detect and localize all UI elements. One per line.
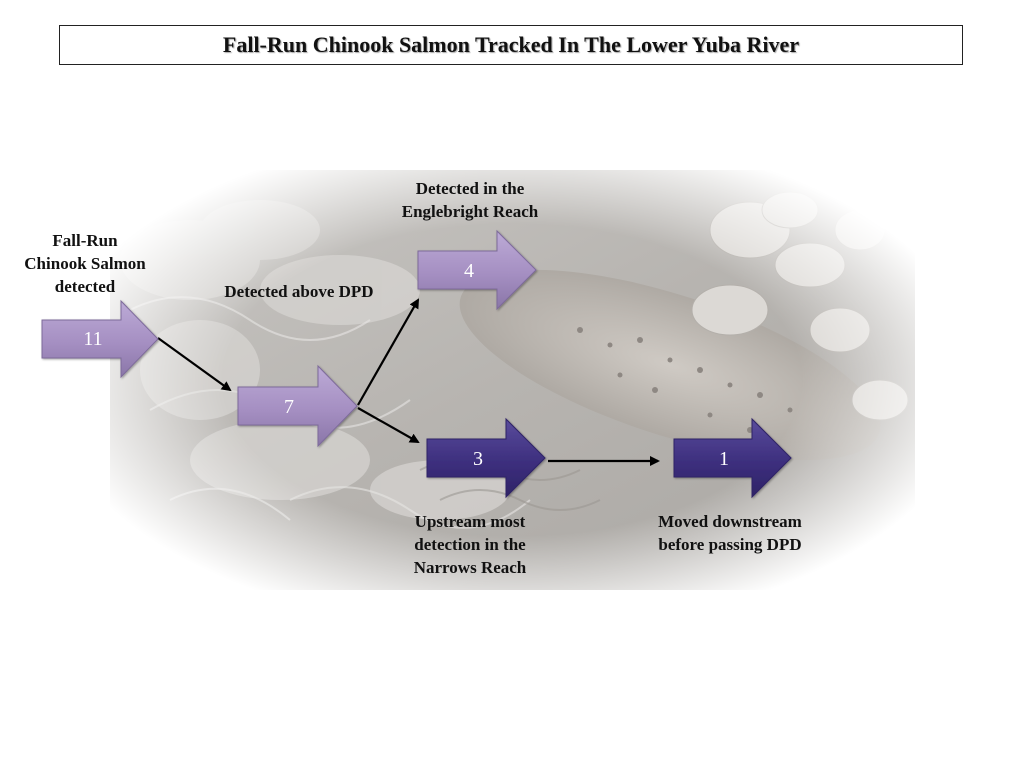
label-above-dpd-text: Detected above DPD	[224, 282, 374, 301]
connector-above-dpd-to-narrows	[357, 407, 420, 443]
label-narrows-line-2: detection in the	[414, 535, 526, 554]
arrow-narrows-value: 3	[473, 448, 483, 470]
arrow-start: 11	[41, 299, 159, 379]
label-englebright-line-2: Englebright Reach	[401, 202, 539, 221]
label-englebright-line-1: Detected in the	[415, 179, 525, 198]
river-background-photo	[110, 170, 915, 590]
label-above-dpd: Detected above DPD	[195, 280, 403, 303]
label-downstream: Moved downstream before passing DPD	[620, 510, 840, 556]
label-downstream-line-2: before passing DPD	[658, 535, 802, 554]
arrow-above-dpd-value: 7	[284, 396, 294, 418]
label-narrows-line-3: Narrows Reach	[413, 558, 527, 577]
connector-start-to-above-dpd	[157, 337, 232, 392]
page-title: Fall-Run Chinook Salmon Tracked In The L…	[222, 32, 800, 57]
title-box: Fall-Run Chinook Salmon Tracked In The L…	[59, 25, 963, 65]
label-start-line-1: Fall-Run	[52, 231, 118, 250]
label-narrows-line-1: Upstream most	[414, 512, 526, 531]
label-englebright: Detected in the Englebright Reach	[370, 177, 570, 223]
connector-above-dpd-to-englebright	[357, 298, 419, 406]
label-downstream-line-1: Moved downstream	[658, 512, 802, 531]
arrow-downstream: 1	[673, 417, 792, 499]
arrow-downstream-value: 1	[719, 448, 729, 470]
arrow-above-dpd: 7	[237, 364, 358, 448]
arrow-narrows: 3	[426, 417, 546, 499]
arrow-englebright: 4	[417, 229, 537, 311]
river-photo-illustration	[110, 170, 915, 590]
arrow-start-value: 11	[83, 328, 102, 350]
label-narrows: Upstream most detection in the Narrows R…	[380, 510, 560, 579]
label-start-line-2: Chinook Salmon	[24, 254, 146, 273]
label-start: Fall-Run Chinook Salmon detected	[2, 229, 168, 298]
arrow-englebright-value: 4	[464, 260, 474, 282]
label-start-line-3: detected	[54, 277, 116, 296]
